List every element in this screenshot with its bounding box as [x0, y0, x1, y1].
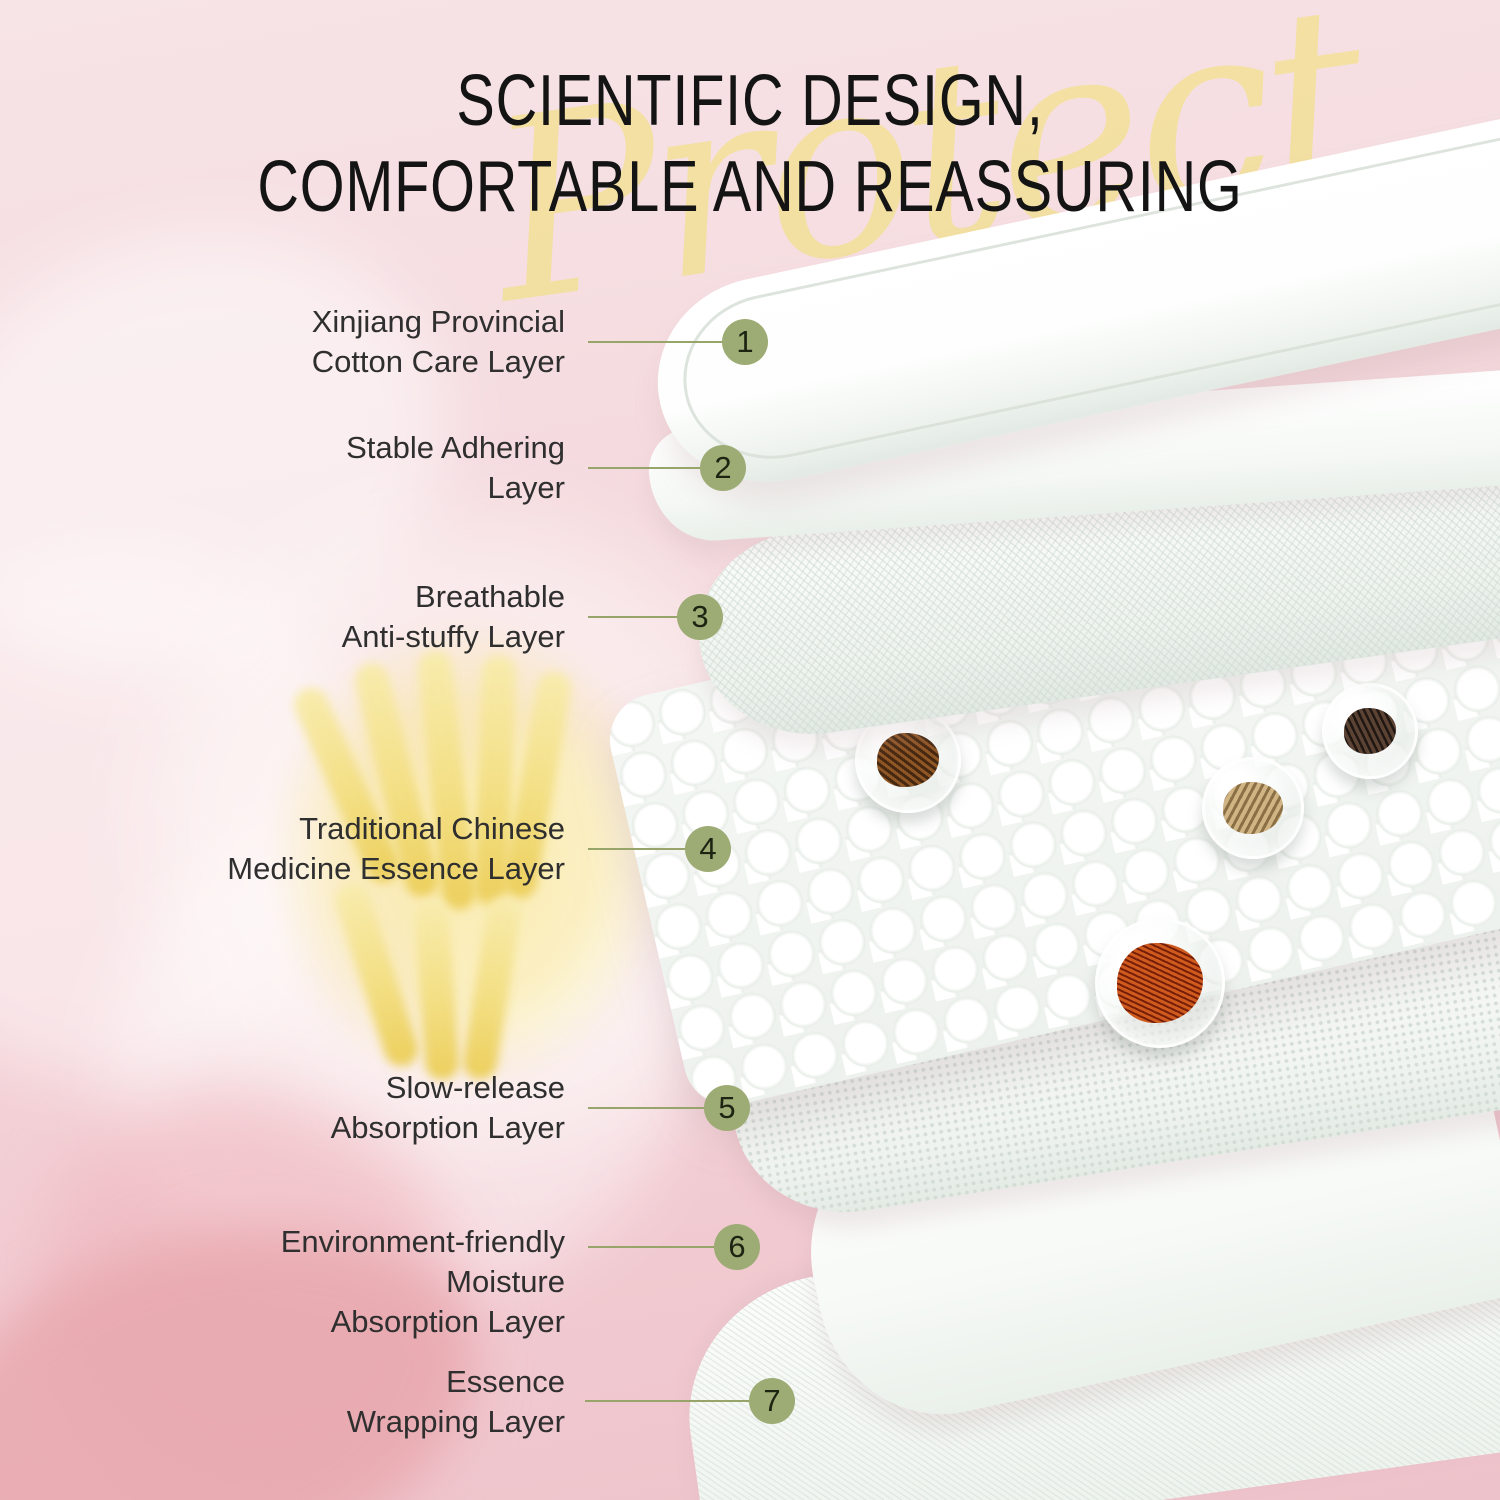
herb-capsule-tan-herb — [1202, 757, 1304, 859]
layer-label-text: Stable Adhering Layer — [346, 430, 565, 505]
badge-number: 1 — [736, 324, 754, 359]
connector-line — [588, 1246, 714, 1248]
connector-line — [588, 467, 700, 469]
layer-number-badge: 1 — [722, 319, 768, 365]
badge-number: 4 — [699, 831, 717, 866]
layer-label-text: Breathable Anti-stuffy Layer — [341, 579, 565, 654]
layer-label-text: Environment-friendly Moisture Absorption… — [280, 1224, 565, 1339]
herb-saffron — [1117, 943, 1203, 1023]
layer-number-badge: 2 — [700, 445, 746, 491]
badge-number: 5 — [718, 1090, 736, 1125]
badge-number: 7 — [763, 1383, 781, 1418]
layer-number-badge: 7 — [749, 1378, 795, 1424]
layer-number-badge: 6 — [714, 1224, 760, 1270]
herb-tan — [1223, 782, 1283, 834]
title-line-2: COMFORTABLE AND REASSURING — [257, 147, 1243, 227]
layer-label-text: Traditional Chinese Medicine Essence Lay… — [227, 811, 565, 886]
badge-number: 2 — [714, 450, 732, 485]
title-line-1: SCIENTIFIC DESIGN, — [456, 61, 1044, 141]
layer-label-text: Slow-release Absorption Layer — [330, 1070, 565, 1145]
connector-line — [585, 1400, 749, 1402]
badge-number: 6 — [728, 1229, 746, 1264]
layer-number-badge: 3 — [677, 594, 723, 640]
connector-line — [588, 848, 685, 850]
layer-number-badge: 5 — [704, 1085, 750, 1131]
layer-label-text: Xinjiang Provincial Cotton Care Layer — [311, 304, 565, 379]
badge-number: 3 — [691, 599, 709, 634]
connector-line — [588, 1107, 704, 1109]
layer-label-text: Essence Wrapping Layer — [346, 1364, 565, 1439]
herb-brown-seeds — [877, 733, 939, 787]
page-title: SCIENTIFIC DESIGN, COMFORTABLE AND REASS… — [150, 58, 1350, 230]
herb-capsule-dark-herb — [1322, 683, 1418, 779]
connector-line — [588, 341, 722, 343]
layer-number-badge: 4 — [685, 826, 731, 872]
connector-line — [588, 616, 677, 618]
herb-capsule-saffron — [1095, 918, 1225, 1048]
herb-dark — [1344, 708, 1396, 754]
